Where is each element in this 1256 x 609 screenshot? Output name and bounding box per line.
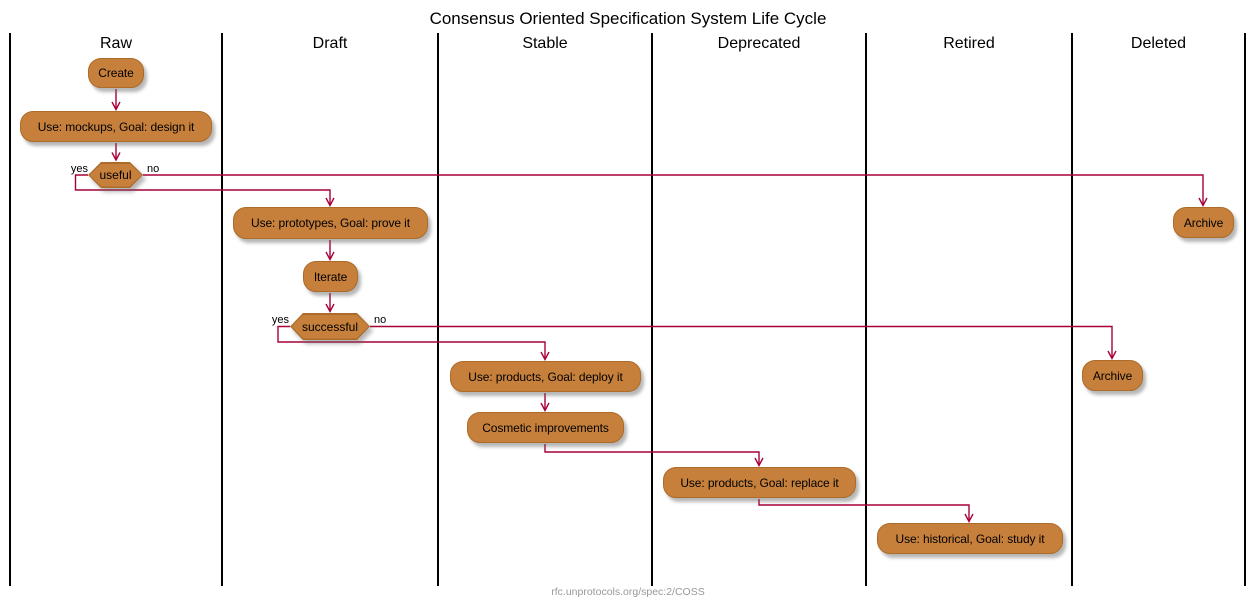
branch-label-successful-yes: yes: [271, 314, 289, 326]
diagram-title: Consensus Oriented Specification System …: [429, 9, 827, 28]
node-use-prototypes: Use: prototypes, Goal: prove it: [233, 207, 428, 239]
branch-label-useful-yes: yes: [70, 163, 88, 175]
lane-divider-1: [9, 33, 11, 586]
lane-header-deleted: Deleted: [1130, 35, 1187, 52]
edge-cosmetic-to-replace: [544, 444, 759, 466]
node-archive-top: Archive: [1173, 207, 1234, 238]
lane-divider-4: [651, 33, 653, 586]
node-use-mockups: Use: mockups, Goal: design it: [20, 111, 212, 142]
node-use-historical: Use: historical, Goal: study it: [877, 523, 1063, 554]
edge-successful-yes-to-deploy: [277, 325, 545, 360]
decision-successful-label: successful: [292, 315, 369, 339]
branch-label-useful-no: no: [147, 163, 160, 175]
decision-useful: useful: [88, 162, 143, 188]
lane-header-deprecated: Deprecated: [717, 35, 801, 52]
lane-header-draft: Draft: [312, 35, 348, 52]
decision-successful: successful: [290, 313, 370, 340]
lane-divider-7: [1244, 33, 1246, 586]
decision-useful-label: useful: [90, 164, 142, 187]
node-create: Create: [88, 58, 144, 88]
edge-useful-no-to-archive-top: [143, 174, 1203, 206]
lane-divider-5: [865, 33, 867, 586]
edge-useful-yes-to-prototypes: [74, 174, 331, 206]
node-iterate: Iterate: [303, 261, 358, 292]
node-archive-bottom: Archive: [1082, 360, 1143, 391]
lane-header-raw: Raw: [99, 35, 132, 52]
lane-header-stable: Stable: [522, 35, 568, 52]
diagram-footer-url: rfc.unprotocols.org/spec:2/COSS: [551, 586, 705, 598]
node-use-products-replace: Use: products, Goal: replace it: [663, 467, 856, 498]
lane-divider-6: [1071, 33, 1073, 586]
edge-replace-to-historical: [758, 499, 969, 522]
node-use-products-deploy: Use: products, Goal: deploy it: [450, 361, 641, 392]
lane-divider-2: [221, 33, 223, 586]
node-cosmetic-improvements: Cosmetic improvements: [467, 412, 624, 443]
branch-label-successful-no: no: [374, 314, 387, 326]
edge-successful-no-to-archive-bottom: [370, 325, 1112, 359]
lane-divider-3: [437, 33, 439, 586]
lane-header-retired: Retired: [943, 35, 995, 52]
